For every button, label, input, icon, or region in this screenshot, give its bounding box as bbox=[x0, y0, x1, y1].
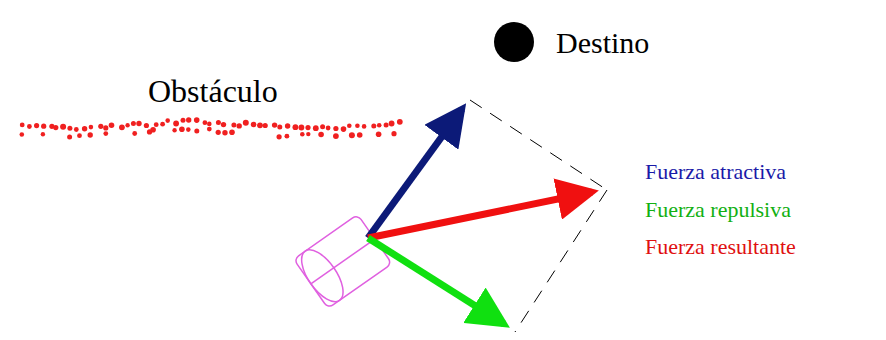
target-label: Destino bbox=[556, 26, 649, 59]
legend-text: Fuerza repulsiva bbox=[645, 198, 791, 222]
legend-text: Fuerza atractiva bbox=[645, 160, 786, 184]
target-dot bbox=[494, 22, 534, 62]
legend-text: Fuerza resultante bbox=[645, 235, 796, 259]
repulsive-force-arrow bbox=[368, 238, 504, 324]
resultant-force-arrow bbox=[368, 192, 592, 238]
obstacle-label: Obstáculo bbox=[148, 74, 278, 109]
obstacle-points bbox=[20, 117, 403, 139]
